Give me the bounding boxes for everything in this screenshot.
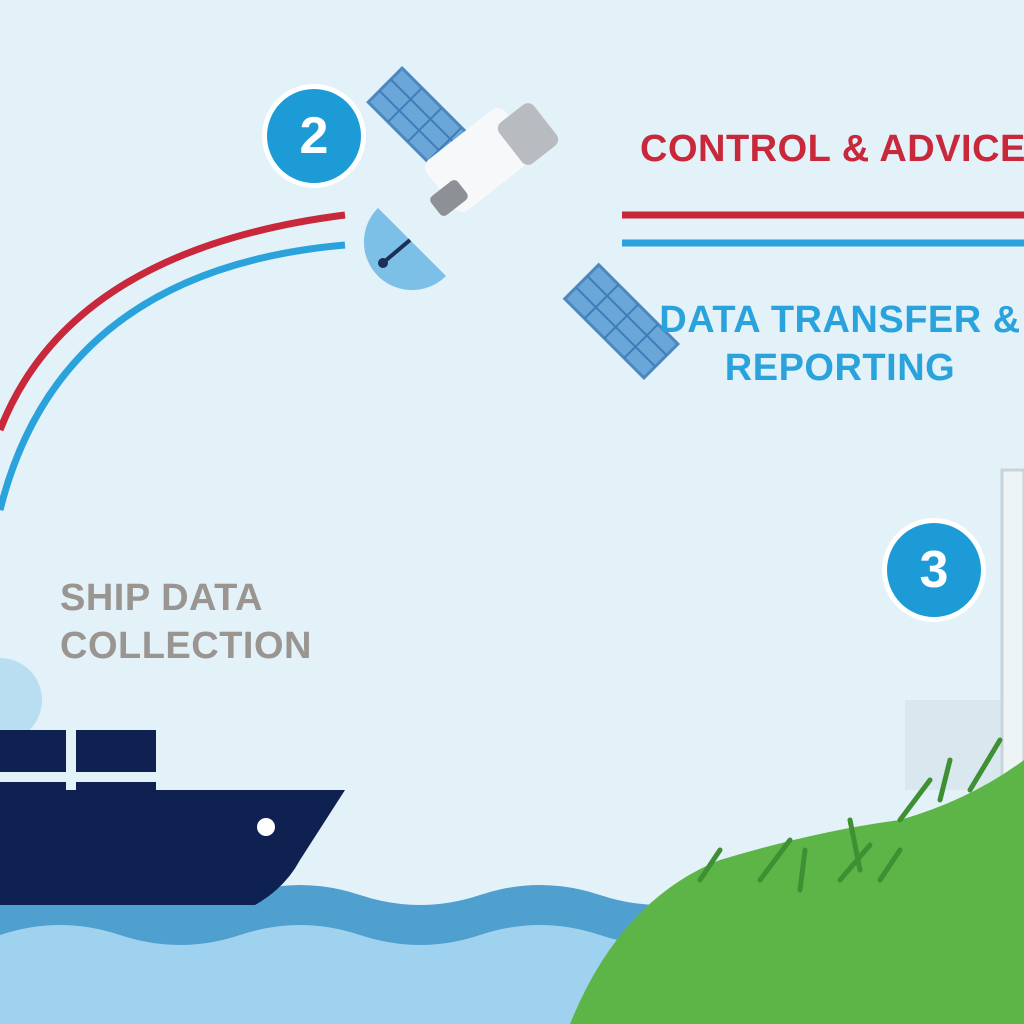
step-3-badge: 3: [882, 518, 986, 622]
control-advice-label: CONTROL & ADVICE: [640, 128, 1024, 170]
data-arc: [0, 241, 346, 511]
grass-blades: [697, 737, 1003, 893]
cloud-shape: [0, 658, 42, 742]
control-arc: [0, 211, 346, 432]
ship-icon: [0, 730, 345, 905]
ship-data-label: SHIP DATA COLLECTION: [60, 577, 312, 667]
data-transfer-label: DATA TRANSFER & REPORTING: [659, 299, 1021, 389]
water-front: [0, 925, 720, 1024]
grass-hill: [570, 760, 1024, 1024]
step-2-badge: 2: [262, 84, 366, 188]
satellite-icon: [363, 66, 681, 381]
